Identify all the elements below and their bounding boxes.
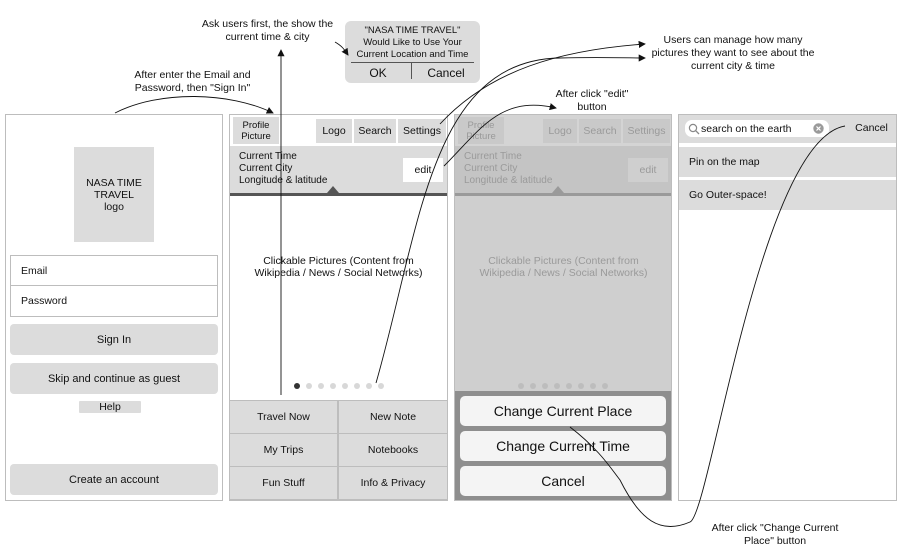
dim-page-dot [590,383,596,389]
sign-in-button[interactable]: Sign In [10,324,218,355]
header-bar: Profile Picture Logo Search Settings [230,115,447,146]
search-screen: search on the earth Cancel Pin on the ma… [678,114,897,501]
fun-stuff-button[interactable]: Fun Stuff [230,467,337,499]
location-permission-dialog: "NASA TIME TRAVEL" Would Like to Use You… [345,21,480,83]
dim-logo-button: Logo [543,119,577,143]
pin-on-map-label: Pin on the map [689,156,760,168]
main-screen: Profile Picture Logo Search Settings Cur… [229,114,448,501]
page-dot[interactable] [365,383,372,389]
dialog-ok-button[interactable]: OK [369,66,387,80]
dim-settings-button: Settings [623,119,670,143]
pin-on-map-item[interactable]: Pin on the map [679,147,896,177]
dim-page-dot [542,383,548,389]
search-input-value: search on the earth [701,122,792,135]
dim-header: Profile Picture Logo Search Settings [455,115,671,146]
annotation-edit: After click "edit" button [555,88,629,113]
app-logo-text: NASA TIME TRAVEL logo [86,176,142,213]
go-outer-space-label: Go Outer-space! [689,189,767,201]
annotation-change-place: After click "Change Current Place" butto… [711,522,839,547]
dim-info-underline [455,193,671,196]
travel-now-button[interactable]: Travel Now [230,401,337,433]
info-privacy-button[interactable]: Info & Privacy [339,467,447,499]
page-indicator[interactable] [230,382,447,389]
login-screen: NASA TIME TRAVEL logo Email Password Sig… [5,114,223,501]
logo-button[interactable]: Logo [316,119,352,143]
page-dot[interactable] [341,383,348,389]
info-bar-pointer [327,186,339,193]
page-dot[interactable] [317,383,324,389]
dim-edit-button: edit [628,158,668,182]
annotation-ask: Ask users first, the show the current ti… [201,18,334,43]
dim-current-time: Current Time [464,151,522,162]
search-icon [688,123,700,134]
dim-page-dot [530,383,536,389]
password-placeholder: Password [21,295,68,307]
dialog-message: Would Like to Use Your Current Location … [356,37,469,60]
dim-page-dot [518,383,524,389]
dialog-title: "NASA TIME TRAVEL" [364,25,461,36]
email-field[interactable]: Email [10,255,218,286]
dim-profile-picture-label: Profile Picture [466,119,496,142]
dim-info-pointer [552,186,564,193]
page-dot[interactable] [329,383,336,389]
dim-page-dot [554,383,560,389]
settings-button[interactable]: Settings [398,119,446,143]
dialog-cancel-button[interactable]: Cancel [427,66,465,80]
change-current-place-button[interactable]: Change Current Place [460,396,666,426]
annotation-manage: Users can manage how many pictures they … [651,34,815,72]
search-input[interactable]: search on the earth [685,120,829,137]
email-placeholder: Email [21,264,48,277]
dim-search-button: Search [579,119,621,143]
edit-action-screen: Profile Picture Logo Search Settings Cur… [454,114,672,501]
go-outer-space-item[interactable]: Go Outer-space! [679,180,896,210]
page-dot[interactable] [293,383,300,389]
page-dot[interactable] [353,383,360,389]
new-note-button[interactable]: New Note [339,401,447,433]
dim-profile-picture: Profile Picture [458,117,504,144]
longitude-latitude-label: Longitude & latitude [239,175,328,186]
search-cancel-button[interactable]: Cancel [855,122,888,134]
dialog-divider [351,62,474,63]
arrow-signin [114,96,274,114]
skip-guest-button[interactable]: Skip and continue as guest [10,363,218,394]
dim-clickable-pictures: Clickable Pictures (Content from Wikiped… [479,255,648,279]
menu-grid: Travel Now New Note My Trips Notebooks F… [230,400,447,500]
search-bar: search on the earth Cancel [679,115,896,143]
app-logo: NASA TIME TRAVEL logo [74,147,154,242]
action-sheet: Change Current Place Change Current Time… [455,391,671,500]
dim-page-dot [578,383,584,389]
help-button[interactable]: Help [79,401,141,413]
create-account-button[interactable]: Create an account [10,464,218,495]
profile-picture[interactable]: Profile Picture [233,117,279,144]
current-time-label: Current Time [239,151,297,162]
search-button[interactable]: Search [354,119,396,143]
password-field[interactable]: Password [10,286,218,317]
dim-longitude-latitude: Longitude & latitude [464,175,553,186]
current-city-label: Current City [239,163,293,174]
dim-page-dot [566,383,572,389]
page-dot[interactable] [305,383,312,389]
change-current-time-button[interactable]: Change Current Time [460,431,666,461]
page-dot[interactable] [377,383,384,389]
clickable-pictures[interactable]: Clickable Pictures (Content from Wikiped… [254,255,423,279]
my-trips-button[interactable]: My Trips [230,434,337,466]
info-bar-underline [230,193,447,196]
dim-current-city: Current City [464,163,518,174]
notebooks-button[interactable]: Notebooks [339,434,447,466]
clear-icon[interactable] [813,123,824,134]
edit-button[interactable]: edit [403,158,443,182]
dim-page-dot [602,383,608,389]
dim-page-indicator [455,382,671,389]
profile-picture-label: Profile Picture [241,119,271,142]
action-sheet-cancel-button[interactable]: Cancel [460,466,666,496]
annotation-signin: After enter the Email and Password, then… [134,69,251,94]
